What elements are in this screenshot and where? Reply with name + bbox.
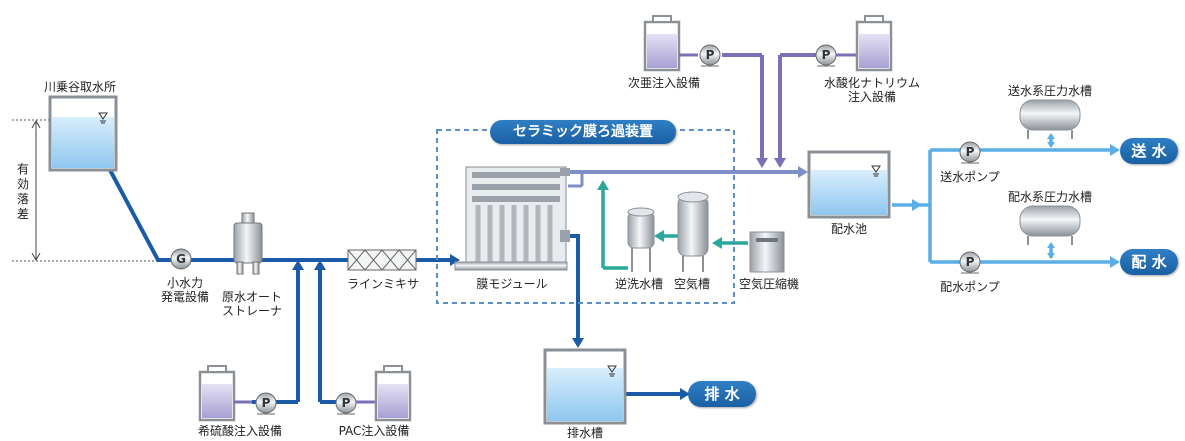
air-tank-label: 空気槽 [673,277,710,291]
dist-pump-icon [959,251,981,274]
acid-label: 希硫酸注入設備 [197,424,282,438]
reservoir-label: 配水池 [830,222,867,236]
head-label: 有効落差 [16,162,29,221]
line-mixer-icon [347,249,417,271]
dist-pump-label: 配水ポンプ [940,280,1000,294]
drain-badge: 排 水 [688,381,756,407]
hydro-label-1: 小水力 [166,276,203,290]
acid-tank [198,365,252,422]
acid-pump-symbol: P [261,396,271,410]
backwash-label: 逆洗水槽 [614,277,663,291]
chemical-lines [722,53,818,160]
backwash-lines [601,186,748,270]
hypochlorite-pump-symbol: P [705,48,715,62]
strainer-label-2: ストレーナ [221,304,282,318]
generator-symbol: G [176,252,186,266]
membrane-module-icon [454,166,570,271]
membrane-label: 膜モジュール [476,277,548,291]
strainer-icon [233,212,263,275]
send-pressure-tank-icon [1019,99,1081,139]
send-badge: 送 水 [1120,138,1178,164]
hydro-label-2: 発電設備 [160,290,209,304]
send-tank-label: 送水系圧力水槽 [1007,84,1092,98]
dist-pump-symbol: P [965,255,975,269]
strainer-label-1: 原水オート [221,290,282,304]
air-tank-icon [677,191,709,272]
acid-pump-icon [255,392,277,415]
drain-tank [543,348,627,425]
head-dimension [12,119,170,262]
send-pump-icon [959,141,981,164]
naoh-label-1: 水酸化ナトリウム [823,76,920,90]
hypochlorite-label: 次亜注入設備 [627,76,700,90]
mixer-label: ラインミキサ [346,277,419,291]
naoh-tank [836,15,893,72]
naoh-pump-icon [815,44,837,67]
pac-pump-symbol: P [341,396,351,410]
send-pump-label: 送水ポンプ [940,170,1000,184]
pac-label: PAC注入設備 [338,424,410,438]
compressor-label: 空気圧縮機 [738,277,799,291]
distribute-badge: 配 水 [1120,249,1178,275]
intake-label: 川乗谷取水所 [44,80,117,94]
reservoir-tank [807,150,891,219]
dist-pressure-tank-icon [1019,205,1081,245]
generator-icon [170,248,192,270]
hypochlorite-pump-icon [699,44,721,67]
pac-tank [356,365,412,422]
send-pump-symbol: P [965,145,975,159]
treated-water-line [568,166,808,188]
intake-tank [48,95,118,172]
air-compressor-icon [749,231,785,273]
pac-pump-icon [335,392,357,415]
hypochlorite-tank [643,15,698,72]
naoh-label-2: 注入設備 [847,90,896,104]
backwash-tank-icon [627,207,655,272]
dist-tank-label: 配水系圧力水槽 [1007,190,1092,204]
naoh-pump-symbol: P [821,48,831,62]
system-title-badge: セラミック膜ろ過装置 [490,120,676,144]
drain-tank-label: 排水槽 [566,426,603,440]
